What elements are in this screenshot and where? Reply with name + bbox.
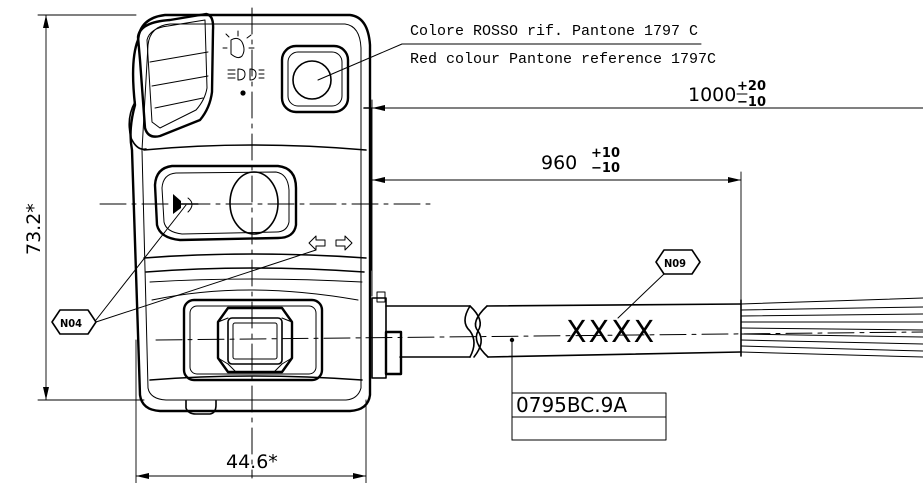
switch-housing xyxy=(129,13,372,415)
dimension-lines xyxy=(37,14,923,483)
part-number-label: 0795BC.9A xyxy=(511,339,667,441)
flip-lever xyxy=(128,12,215,151)
tag-n04: N04 xyxy=(51,204,317,335)
cable-sheath-tol-plus: +10 xyxy=(591,146,620,161)
cable-marking: XXXX xyxy=(566,315,656,350)
tag-n04-label: N04 xyxy=(60,317,82,330)
width-dimension: 44.6* xyxy=(226,451,278,473)
cable-total-tol-plus: +20 xyxy=(737,79,766,94)
colour-note-italian: Colore ROSSO rif. Pantone 1797 C xyxy=(410,23,698,40)
colour-note-english: Red colour Pantone reference 1797C xyxy=(410,51,716,68)
cable-sheath-length: 960 xyxy=(541,152,577,174)
dipped-beam-icon xyxy=(227,68,265,96)
red-push-button xyxy=(280,44,350,114)
cable-sheath-tol-minus: −10 xyxy=(591,161,620,176)
part-number-text: 0795BC.9A xyxy=(516,393,627,417)
height-dimension: 73.2* xyxy=(23,203,45,255)
horn-button xyxy=(153,164,298,242)
turn-signal-switch xyxy=(182,298,324,382)
housing-right-edge xyxy=(363,107,372,271)
cable-total-tol-minus: −10 xyxy=(737,95,766,110)
headlight-icon xyxy=(222,30,255,59)
cable-total-length: 1000 xyxy=(688,84,736,106)
cable-marking-text: XXXX xyxy=(566,315,656,350)
cable xyxy=(371,291,923,379)
turn-signal-arrows-icon xyxy=(308,235,353,251)
colour-note: Colore ROSSO rif. Pantone 1797 C Red col… xyxy=(317,23,716,81)
tag-n09: N09 xyxy=(617,249,701,319)
tag-n09-label: N09 xyxy=(664,257,686,270)
center-lines xyxy=(99,7,923,479)
